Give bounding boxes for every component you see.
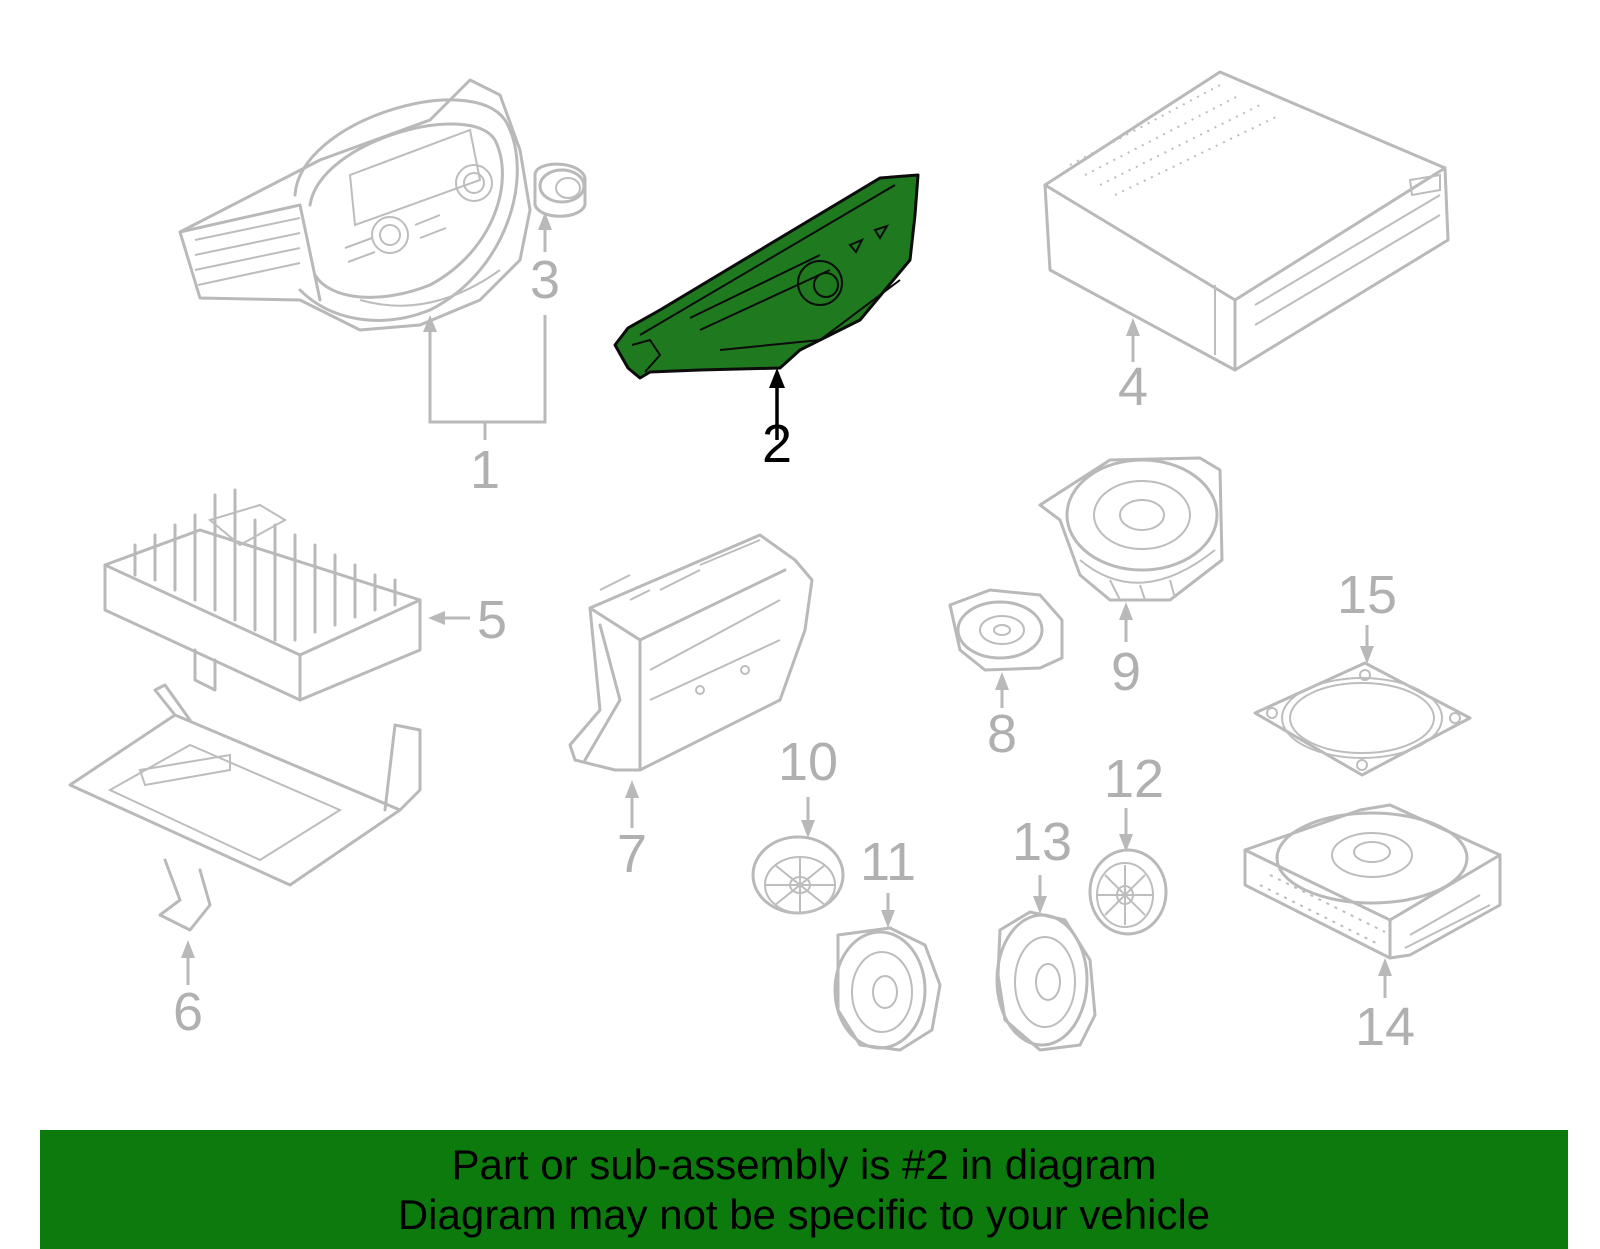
part-11-door-speaker[interactable] (833, 926, 942, 1052)
leader-4 (1126, 318, 1140, 362)
part-12-tweeter[interactable] (1088, 848, 1168, 936)
leader-3 (538, 212, 552, 252)
leader-2 (769, 368, 785, 440)
part-2-control-panel[interactable] (613, 173, 920, 380)
callout-13[interactable]: 13 (1012, 812, 1072, 872)
part-5-amplifier[interactable] (103, 488, 422, 702)
leader-15 (1360, 625, 1374, 664)
part-10-tweeter[interactable] (751, 835, 845, 915)
parts-diagram: 1 2 3 4 5 6 7 8 9 10 11 12 13 14 15 (68, 70, 1502, 1057)
leader-13 (1033, 875, 1047, 914)
part-7-control-module[interactable] (568, 533, 814, 772)
part-4-multimedia-unit[interactable] (1043, 70, 1450, 372)
banner-line-2: Diagram may not be specific to your vehi… (397, 1190, 1211, 1238)
callout-8[interactable]: 8 (987, 704, 1017, 764)
part-15-gasket[interactable] (1253, 661, 1472, 777)
callout-11[interactable]: 11 (860, 832, 916, 892)
callout-7[interactable]: 7 (617, 824, 647, 884)
part-14-subwoofer[interactable] (1243, 803, 1502, 960)
part-13-door-speaker[interactable] (995, 910, 1097, 1052)
part-6-bracket[interactable] (68, 683, 422, 932)
callout-6[interactable]: 6 (173, 982, 203, 1042)
callout-2[interactable]: 2 (762, 414, 792, 474)
leader-5 (428, 611, 470, 625)
leader-10 (801, 797, 815, 838)
callout-3[interactable]: 3 (530, 250, 560, 310)
leader-7 (625, 780, 639, 828)
part-1-vent-grille (194, 217, 301, 286)
leader-9 (1119, 602, 1133, 642)
leader-6 (181, 940, 195, 985)
callout-9[interactable]: 9 (1111, 642, 1141, 702)
leader-11 (881, 893, 895, 928)
callout-10[interactable]: 10 (778, 732, 838, 792)
part-8-tweeter[interactable] (948, 588, 1064, 672)
leader-8 (995, 672, 1009, 708)
callout-14[interactable]: 14 (1355, 997, 1415, 1057)
callout-5[interactable]: 5 (477, 590, 507, 650)
callout-12[interactable]: 12 (1104, 749, 1164, 809)
callout-15[interactable]: 15 (1337, 565, 1397, 625)
part-1-radio-head-unit[interactable] (178, 78, 532, 332)
leader-14 (1378, 958, 1392, 998)
leader-12 (1119, 808, 1133, 852)
info-banner: Part or sub-assembly is #2 in diagram Di… (40, 1130, 1568, 1249)
part-9-mid-speaker[interactable] (1038, 456, 1224, 602)
callout-1[interactable]: 1 (470, 440, 500, 500)
leader-1 (423, 315, 547, 440)
callout-4[interactable]: 4 (1118, 357, 1148, 417)
banner-line-1: Part or sub-assembly is #2 in diagram (451, 1140, 1157, 1188)
part-3-knob[interactable] (533, 162, 587, 218)
part-5-heatsink-fins (133, 488, 397, 642)
